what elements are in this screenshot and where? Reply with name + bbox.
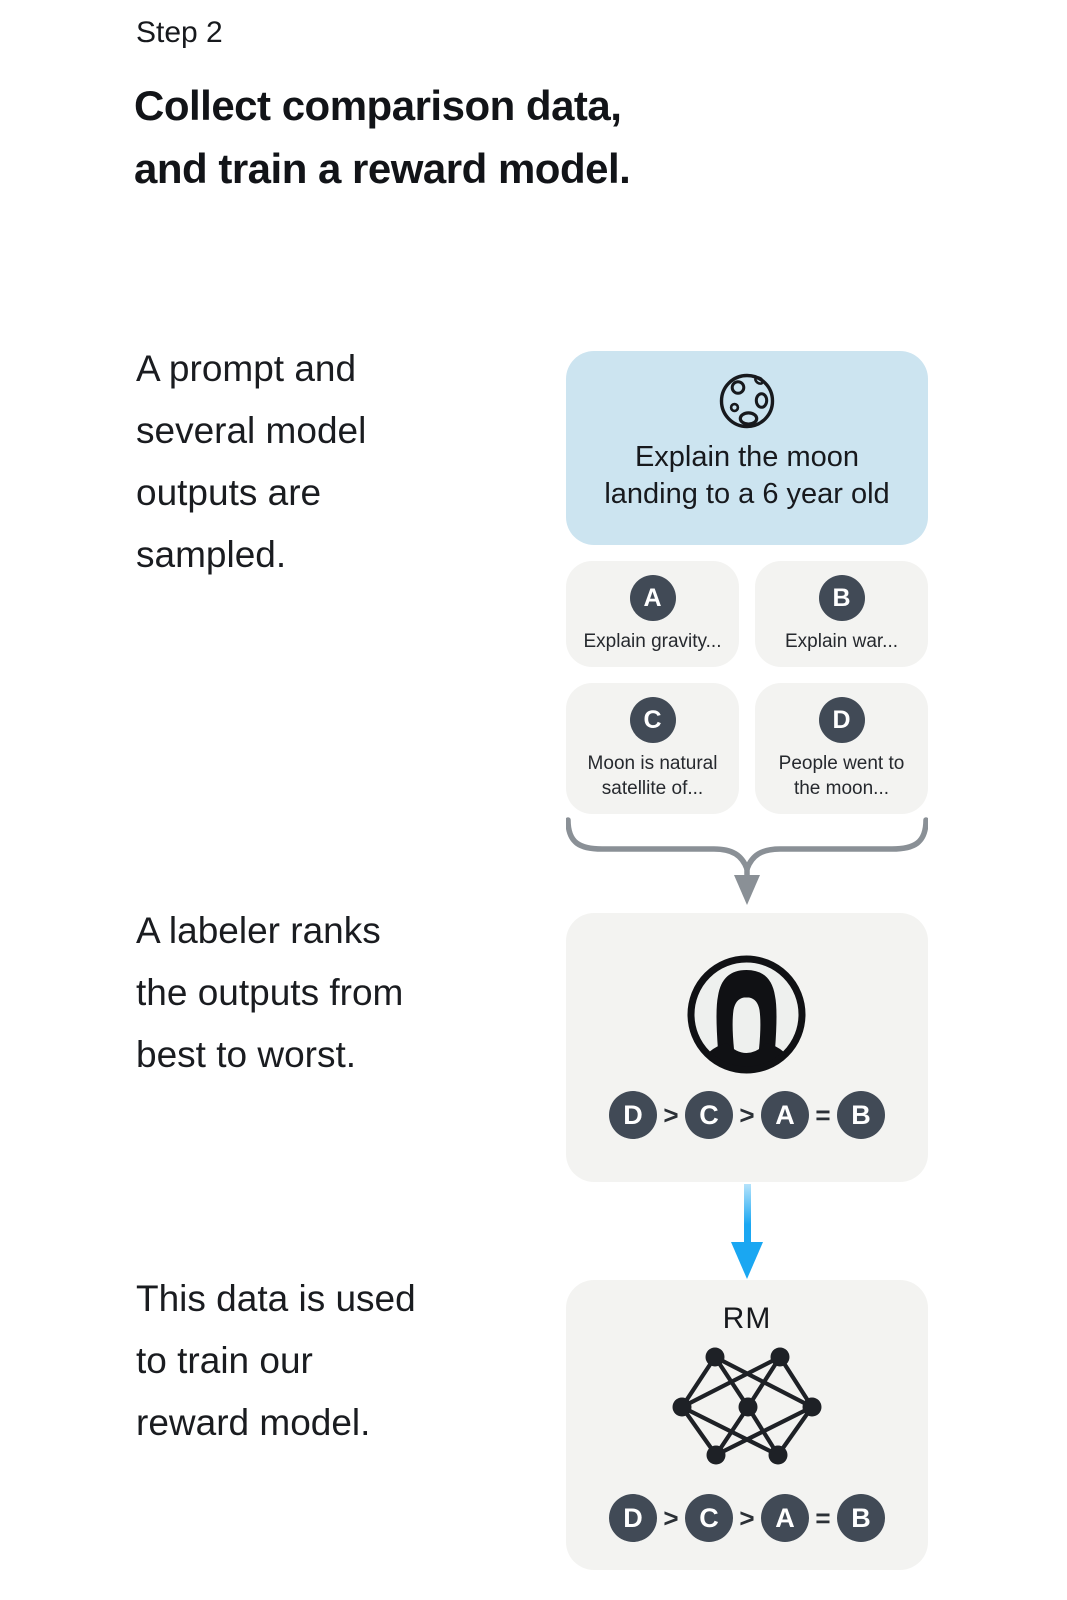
ranking-chip: A (761, 1494, 809, 1542)
moon-icon (719, 373, 775, 429)
ranking-chip: B (837, 1091, 885, 1139)
output-text-d: People went to the moon... (778, 753, 905, 799)
blue-arrow-head-icon (731, 1242, 763, 1279)
output-chip-d: D (818, 697, 865, 743)
prompt-text: Explain the moon landing to a 6 year old (604, 441, 890, 510)
output-text-c: Moon is natural satellite of... (587, 753, 718, 799)
ranking-chip: B (837, 1494, 885, 1542)
output-card-d: D People went to the moon... (755, 683, 928, 814)
output-card-b: B Explain war... (755, 561, 928, 667)
caption-sampling: A prompt and several model outputs are s… (136, 348, 367, 575)
caption-ranking: A labeler ranks the outputs from best to… (136, 910, 404, 1075)
gather-brace-arrow-icon (566, 817, 928, 905)
page-title: Collect comparison data, and train a rew… (134, 82, 631, 192)
rm-label: RM (722, 1302, 772, 1335)
output-card-c: C Moon is natural satellite of... (566, 683, 739, 814)
ranking-chip: C (685, 1494, 733, 1542)
ranking-operator: > (739, 1099, 755, 1130)
output-text-a: Explain gravity... (583, 631, 722, 652)
labeler-avatar-icon (687, 955, 806, 1074)
output-card-a: A Explain gravity... (566, 561, 739, 667)
labeler-ranking-row: D > C > A = B (609, 1091, 885, 1139)
ranking-operator: = (815, 1502, 831, 1533)
ranking-operator: > (663, 1502, 679, 1533)
rm-ranking-row: D > C > A = B (609, 1494, 885, 1542)
ranking-chip: A (761, 1091, 809, 1139)
caption-training: This data is used to train our reward mo… (136, 1278, 416, 1443)
prompt-card: Explain the moon landing to a 6 year old (566, 351, 928, 545)
neural-network-icon (672, 1347, 822, 1465)
blue-arrow-icon (744, 1184, 751, 1242)
output-chip-a: A (629, 575, 676, 621)
output-chip-b: B (818, 575, 865, 621)
ranking-chip: C (685, 1091, 733, 1139)
ranking-chip: D (609, 1494, 657, 1542)
ranking-operator: > (663, 1099, 679, 1130)
output-text-b: Explain war... (785, 631, 898, 652)
ranking-operator: = (815, 1099, 831, 1130)
step-label: Step 2 (136, 16, 223, 49)
ranking-operator: > (739, 1502, 755, 1533)
ranking-chip: D (609, 1091, 657, 1139)
output-chip-c: C (629, 697, 676, 743)
